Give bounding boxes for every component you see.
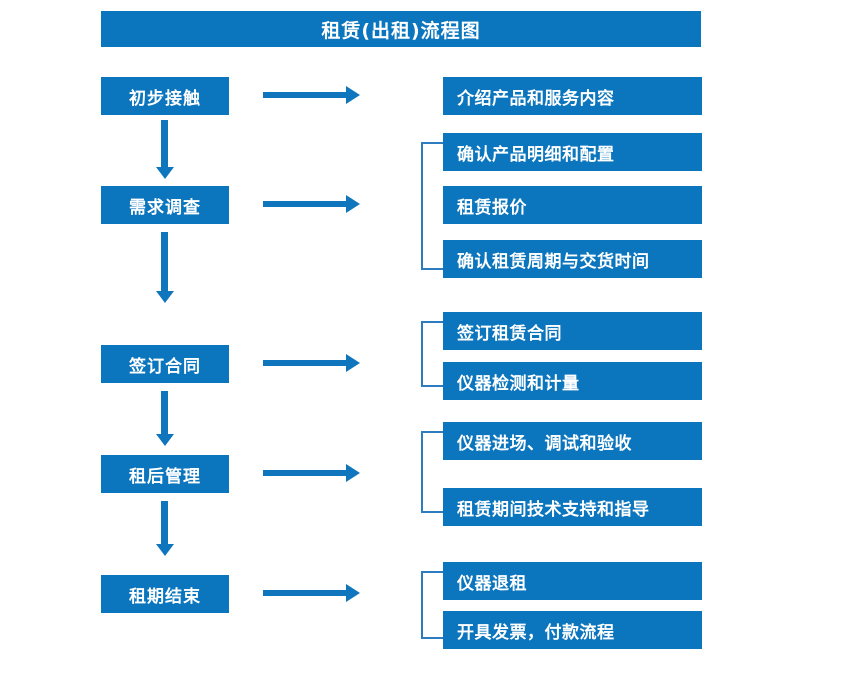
detail-node-1-1[interactable]: 介绍产品和服务内容 [443, 77, 702, 115]
stage-node-4[interactable]: 租后管理 [101, 455, 229, 493]
diagram-title: 租赁(出租)流程图 [101, 11, 701, 47]
detail-node-2-1[interactable]: 确认产品明细和配置 [443, 133, 702, 171]
detail-node-2-3[interactable]: 确认租赁周期与交货时间 [443, 240, 702, 278]
detail-node-5-2[interactable]: 开具发票，付款流程 [443, 611, 702, 649]
flow-arrow-down-2 [161, 232, 168, 292]
group-bracket-4 [421, 431, 443, 513]
detail-node-2-2[interactable]: 租赁报价 [443, 186, 702, 224]
detail-node-5-1[interactable]: 仪器退租 [443, 562, 702, 600]
stage-node-1[interactable]: 初步接触 [101, 77, 229, 115]
group-bracket-3 [421, 321, 443, 387]
stage-node-5[interactable]: 租期结束 [101, 575, 229, 613]
flow-arrow-down-3 [161, 391, 168, 435]
detail-node-3-1[interactable]: 签订租赁合同 [443, 312, 702, 350]
group-bracket-2 [421, 142, 443, 270]
flow-arrow-down-1 [161, 120, 168, 168]
detail-node-4-2[interactable]: 租赁期间技术支持和指导 [443, 488, 702, 526]
group-bracket-5 [421, 571, 443, 639]
stage-node-2[interactable]: 需求调查 [101, 186, 229, 224]
stage-node-3[interactable]: 签订合同 [101, 345, 229, 383]
detail-node-3-2[interactable]: 仪器检测和计量 [443, 362, 702, 400]
flow-arrow-right-4 [263, 470, 347, 476]
flow-arrow-right-3 [263, 360, 347, 366]
flow-arrow-down-4 [161, 501, 168, 545]
flow-arrow-right-1 [263, 92, 347, 98]
flow-arrow-right-5 [263, 590, 347, 596]
flow-arrow-right-2 [263, 201, 347, 207]
detail-node-4-1[interactable]: 仪器进场、调试和验收 [443, 422, 702, 460]
